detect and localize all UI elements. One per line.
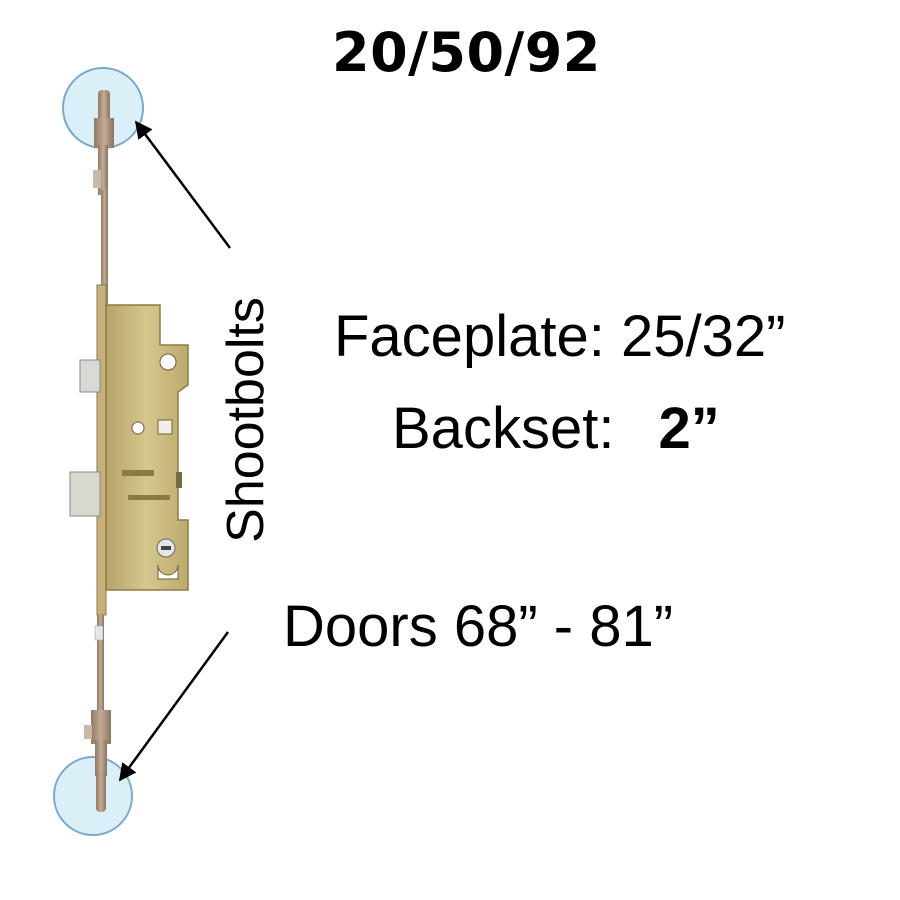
backset-value: 2” [658, 396, 720, 461]
shootbolts-label: Shootbolts [217, 297, 275, 543]
arrow-icon [134, 120, 232, 249]
bottom-rod [97, 615, 104, 725]
bottom-shootbolt [84, 710, 111, 812]
top-rod [101, 190, 108, 308]
faceplate-spec: Faceplate: 25/32” [334, 304, 786, 369]
model-number: 20/50/92 [332, 21, 601, 84]
dead-bolt [69, 471, 101, 517]
latch-bolt [79, 359, 101, 393]
faceplate [96, 284, 107, 616]
backset-spec: Backset:2” [392, 400, 720, 458]
backset-label: Backset: [392, 396, 615, 461]
top-shootbolt [93, 90, 114, 195]
bottom-shootbolt-highlight [53, 756, 133, 836]
lock-case [105, 304, 189, 591]
door-height-range: Doors 68” - 81” [283, 594, 674, 659]
arrow-icon [118, 631, 230, 782]
